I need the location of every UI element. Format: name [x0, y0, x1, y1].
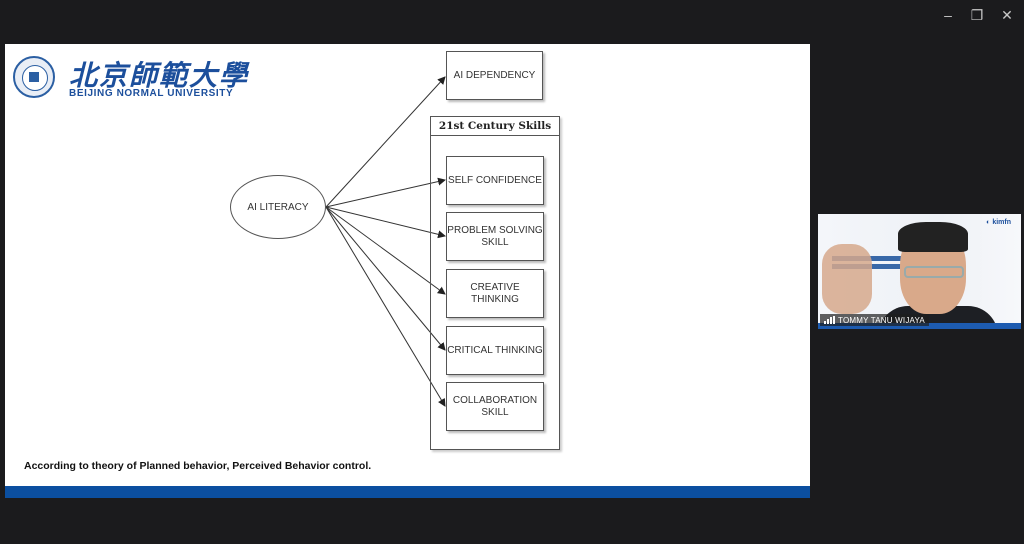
skill-label-line2: SKILL: [481, 236, 509, 248]
university-name-english: BEIJING NORMAL UNIVERSITY: [69, 88, 234, 99]
background-logo-icon: ◐ kimfn: [986, 219, 1011, 226]
arrow-to-collaboration: [325, 206, 446, 407]
arrow-to-self-confidence: [325, 177, 446, 208]
diagram-arrows: [325, 76, 446, 407]
window-title-bar: – ❐ ✕: [0, 0, 1024, 30]
background-bottom-bar: [818, 323, 1021, 329]
close-button[interactable]: ✕: [1001, 7, 1013, 23]
shared-slide: 北京師範大學 BEIJING NORMAL UNIVERSITY AI LITE…: [5, 44, 810, 498]
minimize-button[interactable]: –: [944, 7, 952, 23]
signal-bars-icon: [824, 316, 835, 324]
skill-node-self-confidence: SELF CONFIDENCE: [446, 156, 544, 205]
arrow-to-critical-thinking: [325, 206, 446, 351]
arrow-to-problem-solving: [325, 206, 446, 239]
arrow-to-dependency: [325, 76, 446, 208]
skills-group: 21st Century Skills: [430, 116, 560, 450]
skill-label-line1: COLLABORATION: [452, 394, 538, 406]
participant-glasses: [904, 266, 964, 278]
ai-dependency-node: AI DEPENDENCY: [446, 51, 543, 100]
skill-label-line2: SKILL: [481, 406, 509, 418]
ai-literacy-label: AI LITERACY: [247, 201, 309, 213]
slide-footer-bar: [5, 486, 810, 498]
skill-node-critical-thinking: CRITICAL THINKING: [446, 326, 544, 375]
background-text-decoration: [832, 264, 912, 269]
ai-dependency-label: AI DEPENDENCY: [453, 69, 536, 81]
university-name-chinese: 北京師範大學: [69, 59, 250, 92]
skill-label-line1: CRITICAL THINKING: [447, 344, 543, 356]
skill-label-line2: THINKING: [471, 293, 519, 305]
participant-hand: [822, 244, 872, 314]
slide-caption: According to theory of Planned behavior,…: [24, 460, 372, 472]
participant-name-tag: TOMMY TANU WIJAYA: [820, 314, 929, 326]
skill-label-line1: PROBLEM SOLVING: [447, 224, 543, 236]
skills-group-title: 21st Century Skills: [431, 117, 559, 136]
ai-literacy-node: AI LITERACY: [230, 175, 326, 239]
restore-button[interactable]: ❐: [970, 7, 984, 23]
skill-label-line1: CREATIVE: [470, 281, 520, 293]
participant-name: TOMMY TANU WIJAYA: [838, 315, 925, 325]
university-seal-icon: [13, 56, 55, 98]
participant-video-tile[interactable]: ◐ kimfn TOMMY TANU WIJAYA: [818, 214, 1021, 329]
arrow-to-creative-thinking: [325, 206, 446, 295]
participant-hair: [898, 222, 968, 252]
skill-label-line1: SELF CONFIDENCE: [448, 174, 542, 186]
